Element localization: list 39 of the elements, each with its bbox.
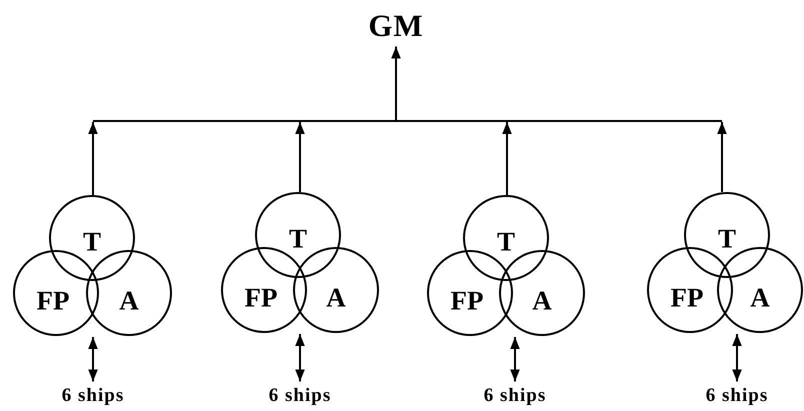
arrow — [88, 122, 98, 195]
circle — [86, 250, 172, 336]
arrow — [391, 46, 401, 120]
arrow — [295, 122, 305, 192]
arrow — [88, 337, 98, 382]
circle-label: A — [326, 284, 346, 312]
unit-label: 6 ships — [62, 386, 124, 404]
circle — [427, 250, 513, 336]
circle — [49, 195, 135, 281]
arrow — [502, 122, 512, 195]
circle-label: FP — [450, 288, 484, 314]
arrow — [510, 337, 520, 382]
circle-label: FP — [244, 284, 278, 312]
circle-label: FP — [670, 284, 704, 312]
top-label: GM — [368, 10, 424, 40]
circle-label: A — [119, 288, 139, 314]
circle — [293, 247, 379, 333]
circle — [463, 195, 549, 281]
circle-label: T — [289, 226, 307, 252]
circle — [13, 250, 99, 336]
circle — [684, 192, 770, 278]
circle — [499, 250, 585, 336]
arrow — [717, 122, 727, 192]
circle — [647, 247, 733, 333]
unit-label: 6 ships — [706, 386, 768, 404]
circle-label: A — [750, 284, 770, 312]
circle-label: T — [718, 226, 736, 252]
circle-label: A — [532, 288, 552, 314]
arrow — [295, 334, 305, 382]
bus-line — [93, 120, 722, 122]
circle-label: FP — [36, 288, 70, 314]
circle-label: T — [497, 228, 515, 256]
unit-label: 6 ships — [484, 386, 546, 404]
circle-label: T — [83, 228, 101, 256]
circle — [221, 247, 307, 333]
unit-label: 6 ships — [268, 386, 332, 404]
circle — [255, 192, 341, 278]
arrow — [732, 334, 742, 382]
circle — [717, 247, 803, 333]
